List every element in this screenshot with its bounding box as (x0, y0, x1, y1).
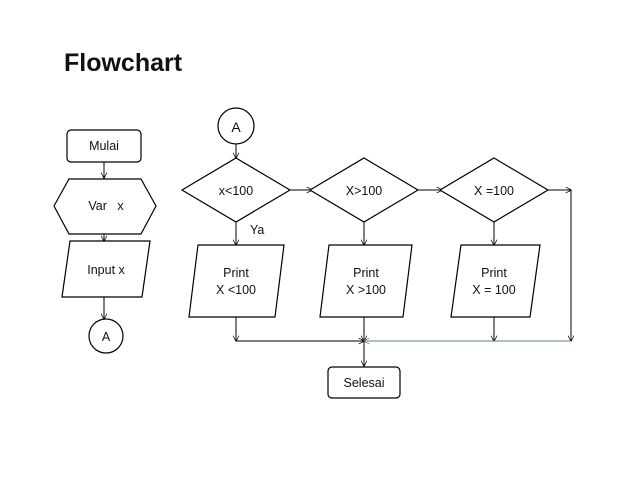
decision-node-2: X>100 (308, 157, 420, 223)
decision-node-3: X =100 (438, 157, 550, 223)
connector-left-node: A (88, 318, 124, 354)
input-node: Input x (61, 240, 151, 298)
connector-left-label: A (102, 330, 111, 344)
yes-label: Ya (250, 223, 264, 237)
print-node-2: Print X >100 (319, 244, 413, 318)
start-label: Mulai (89, 139, 119, 153)
var-label: Var x (88, 199, 124, 213)
input-label: Input x (87, 263, 125, 277)
print-node-1: Print X <100 (188, 244, 285, 318)
print-2-line-1: Print (353, 266, 379, 280)
decision-2-label: X>100 (346, 184, 383, 198)
decision-node-1: x<100 (180, 157, 292, 223)
print-1-line-2: X <100 (216, 283, 256, 297)
start-node: Mulai (66, 129, 142, 163)
print-2-line-2: X >100 (346, 283, 386, 297)
decision-1-label: x<100 (219, 184, 253, 198)
end-label: Selesai (344, 376, 385, 390)
var-declaration-node: Var x (53, 178, 157, 235)
print-3-line-1: Print (481, 266, 507, 280)
end-node: Selesai (327, 366, 401, 399)
connector-top-label: A (231, 119, 241, 135)
print-node-3: Print X = 100 (450, 244, 541, 318)
print-1-line-1: Print (223, 266, 249, 280)
decision-3-label: X =100 (474, 184, 514, 198)
connector-top-node: A (217, 107, 255, 145)
print-3-line-2: X = 100 (472, 283, 515, 297)
page-title: Flowchart (64, 49, 183, 77)
